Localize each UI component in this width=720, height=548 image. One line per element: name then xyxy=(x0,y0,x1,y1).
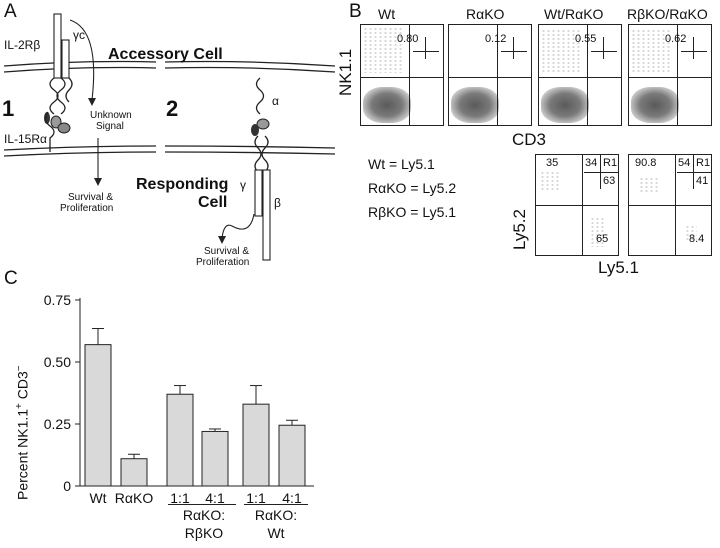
nk-percent-rbko-rako: 0.62 xyxy=(665,33,687,45)
survival-label-2b: Proliferation xyxy=(196,257,250,268)
flow-plot-wt: 0.80 xyxy=(360,24,444,126)
nk-percent-wt-rako: 0.55 xyxy=(575,33,597,45)
ly5-plot-1-gate-bottom: 63 xyxy=(603,175,616,187)
y-tick-label: 0.75 xyxy=(44,292,71,308)
ly5-plot-2-gate-left: 54 xyxy=(678,157,691,169)
unknown-signal-label-2: Signal xyxy=(96,121,124,132)
gamma-label: γ xyxy=(240,178,246,192)
x-tick-label: 4:1 xyxy=(282,490,302,506)
il15ra-label: IL-15Rα xyxy=(4,132,47,146)
x-tick-label: 4:1 xyxy=(205,490,225,506)
x-tick-label: 1:1 xyxy=(170,490,190,506)
group-line-rako-rbko xyxy=(168,504,236,505)
flow-plot-rako: 0.12 xyxy=(448,24,532,126)
il15-cytokine xyxy=(50,115,62,129)
ly51-axis-label: Ly5.1 xyxy=(598,258,639,277)
plot-title-rako: RαKO xyxy=(466,6,505,22)
group-label-1-line1: RαKO: xyxy=(182,507,226,523)
responding-cell-label-1: Responding xyxy=(136,176,229,193)
accessory-membrane-right xyxy=(164,60,336,67)
ly5-plot-1: 35 34 R1 63 65 xyxy=(535,154,619,256)
gamma-c-label: γc xyxy=(73,28,85,42)
ly5-plot-2-upper-left: 90.8 xyxy=(635,157,657,169)
survival-arrow-2 xyxy=(221,213,255,239)
x-tick-label: RαKO xyxy=(115,490,154,506)
unknown-signal-label-1: Unknown xyxy=(90,110,132,121)
model-1-number: 1 xyxy=(2,96,15,121)
bar xyxy=(120,458,148,487)
model-2-number: 2 xyxy=(166,96,179,121)
group-label-1-line2: RβKO xyxy=(184,525,224,541)
x-tick-label: 1:1 xyxy=(246,490,266,506)
nk-percent-rako: 0.12 xyxy=(485,33,507,45)
legend-rako: RαKO = Ly5.2 xyxy=(368,180,457,196)
legend-rbko: RβKO = Ly5.1 xyxy=(368,204,457,220)
cd3-axis-label: CD3 xyxy=(512,130,547,149)
ly5-plot-2-gate-bottom: 41 xyxy=(696,175,709,187)
ly5-plot-1-upper-left: 35 xyxy=(546,157,559,169)
gamma-chain xyxy=(254,169,263,217)
ly5-plot-2: 90.8 54 R1 41 8.4 xyxy=(628,154,712,256)
responding-cell-label-2: Cell xyxy=(198,194,228,211)
panel-c-letter: C xyxy=(4,268,18,289)
legend-wt: Wt = Ly5.1 xyxy=(368,156,435,172)
flow-plot-wt-rako: 0.55 xyxy=(538,24,622,126)
group-label-2-line1: RαKO: xyxy=(254,507,298,523)
accessory-membrane-left xyxy=(3,60,157,67)
alpha-label: α xyxy=(272,94,279,108)
y-tick-label: 0.25 xyxy=(44,416,71,432)
group-line-rako-wt xyxy=(244,504,308,505)
x-tick-label: Wt xyxy=(89,490,106,506)
survival-label-1a: Survival & xyxy=(68,192,114,203)
bar xyxy=(242,403,270,487)
ly5-plot-2-lower-right: 8.4 xyxy=(689,233,705,245)
bar xyxy=(278,424,306,487)
alpha-chain xyxy=(255,77,265,115)
panel-a-letter: A xyxy=(4,1,17,22)
bar xyxy=(84,344,112,487)
beta-label: β xyxy=(274,196,281,210)
nk-percent-wt: 0.80 xyxy=(397,33,419,45)
il2rb-label: IL-2Rβ xyxy=(4,38,41,52)
accessory-cell-label: Accessory Cell xyxy=(108,46,223,63)
unknown-signal-arrow xyxy=(69,19,95,101)
gamma-c-chain xyxy=(61,39,70,79)
plot-title-rbko-rako: RβKO/RαKO xyxy=(627,6,708,22)
bar xyxy=(166,393,194,487)
survival-label-1b: Proliferation xyxy=(60,203,114,214)
receptor-model-diagram xyxy=(3,13,336,261)
beta-chain xyxy=(262,169,271,261)
plot-title-wt-rako: Wt/RαKO xyxy=(544,6,604,22)
il2rb-chain xyxy=(53,13,62,79)
ly5-plot-1-lower-right: 65 xyxy=(596,233,609,245)
group-label-2-line2: Wt xyxy=(267,525,285,541)
y-tick-label: 0.50 xyxy=(44,354,71,370)
bar xyxy=(201,430,229,487)
y-tick-label: 0 xyxy=(63,478,71,494)
responding-membrane-left xyxy=(3,145,157,151)
il15ra-chain xyxy=(44,111,55,152)
flow-plot-rbko-rako: 0.62 xyxy=(628,24,712,126)
ly5-plot-1-gate-right: R1 xyxy=(603,157,618,169)
ly5-plot-1-gate-left: 34 xyxy=(585,157,598,169)
survival-label-2a: Survival & xyxy=(204,246,250,257)
panel-b-letter: B xyxy=(349,1,362,22)
ly5-plot-2-gate-right: R1 xyxy=(696,157,711,169)
plot-title-wt: Wt xyxy=(378,6,396,22)
responding-membrane-right xyxy=(164,145,336,149)
